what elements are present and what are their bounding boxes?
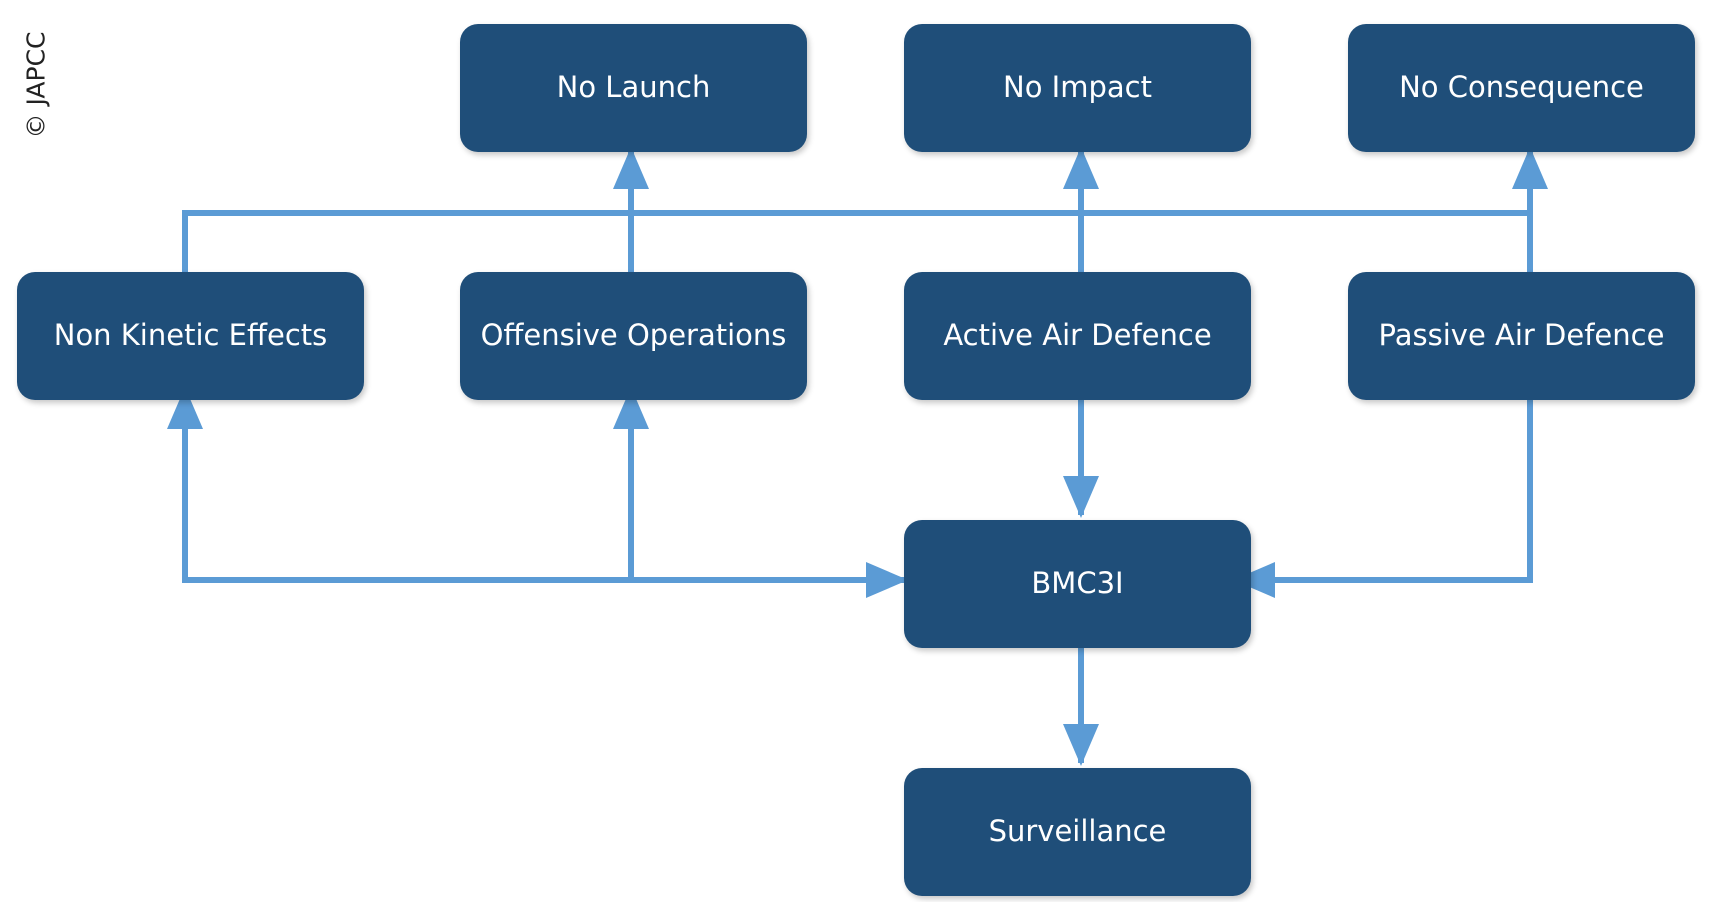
node-no-impact: No Impact xyxy=(904,24,1251,152)
node-bmc3i: BMC3I xyxy=(904,520,1251,648)
node-non-kinetic-effects: Non Kinetic Effects xyxy=(17,272,364,400)
node-passive-air-defence-label: Passive Air Defence xyxy=(1378,318,1665,353)
node-non-kinetic-effects-label: Non Kinetic Effects xyxy=(53,318,328,353)
node-surveillance: Surveillance xyxy=(904,768,1251,896)
connector-bmc3i-to-nke xyxy=(167,387,631,583)
node-no-consequence-label: No Consequence xyxy=(1399,70,1644,105)
node-no-launch-label: No Launch xyxy=(556,70,711,105)
node-active-air-defence: Active Air Defence xyxy=(904,272,1251,400)
node-passive-air-defence: Passive Air Defence xyxy=(1348,272,1695,400)
node-no-launch: No Launch xyxy=(460,24,807,152)
node-no-impact-label: No Impact xyxy=(1003,70,1152,105)
node-offensive-operations-label: Offensive Operations xyxy=(480,318,787,353)
node-bmc3i-label: BMC3I xyxy=(1031,566,1124,601)
node-surveillance-label: Surveillance xyxy=(988,814,1167,849)
node-offensive-operations: Offensive Operations xyxy=(460,272,807,400)
connector-passive-bmc3i xyxy=(1233,353,1548,598)
node-active-air-defence-label: Active Air Defence xyxy=(943,318,1212,353)
copyright-notice: © JAPCC xyxy=(21,31,51,139)
connector-nke-to-no-consequence xyxy=(182,210,1530,272)
node-no-consequence: No Consequence xyxy=(1348,24,1695,152)
